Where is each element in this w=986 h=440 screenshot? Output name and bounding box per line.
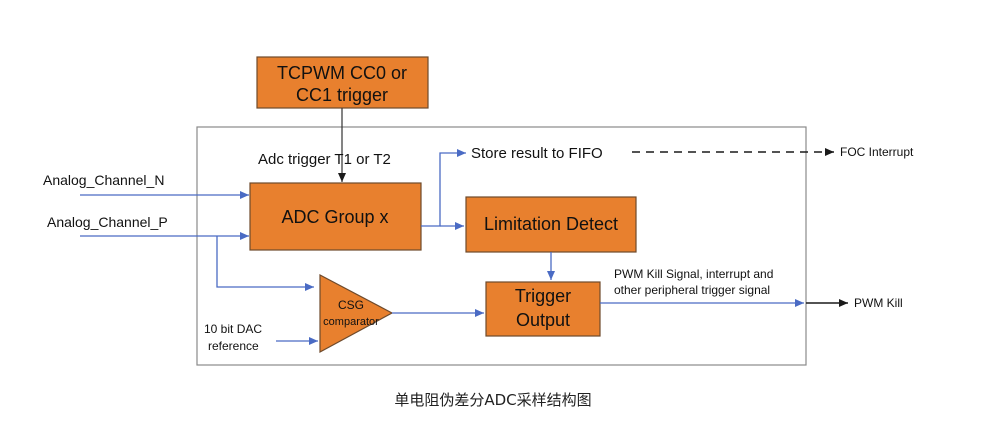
dac-reference-line2: reference xyxy=(208,339,259,353)
channel-p-to-comparator xyxy=(216,236,314,291)
dac-reference-line1: 10 bit DAC xyxy=(204,322,262,336)
adc-group-label: ADC Group x xyxy=(281,207,388,227)
channel-p-label: Analog_Channel_P xyxy=(47,214,168,230)
pwm-kill-signal-line1: PWM Kill Signal, interrupt and xyxy=(614,267,773,281)
store-result-label: Store result to FIFO xyxy=(471,145,603,162)
pwm-kill-signal-line2: other peripheral trigger signal xyxy=(614,283,770,297)
csg-comparator-line2: comparator xyxy=(323,316,379,328)
figure-caption: 单电阻伪差分ADC采样结构图 xyxy=(394,391,592,409)
pwm-kill-label: PWM Kill xyxy=(854,296,903,310)
adc-group-box: ADC Group x xyxy=(249,182,422,251)
tcpwm-trigger-box: TCPWM CC0 or CC1 trigger xyxy=(256,56,429,109)
block-diagram: TCPWM CC0 or CC1 trigger Adc trigger T1 … xyxy=(43,56,914,366)
trigger-output-box: Trigger Output xyxy=(485,281,601,337)
limitation-detect-box: Limitation Detect xyxy=(465,196,637,253)
trigger-output-line2: Output xyxy=(516,310,570,330)
csg-comparator-triangle: CSG comparator xyxy=(319,274,394,354)
foc-interrupt-label: FOC Interrupt xyxy=(840,145,914,159)
tcpwm-line1: TCPWM CC0 or xyxy=(277,63,407,83)
trigger-output-line1: Trigger xyxy=(515,286,571,306)
csg-comparator-line1: CSG xyxy=(338,298,364,312)
channel-n-label: Analog_Channel_N xyxy=(43,172,164,188)
tcpwm-line2: CC1 trigger xyxy=(296,85,388,105)
adc-trigger-label: Adc trigger T1 or T2 xyxy=(258,151,391,168)
limitation-detect-label: Limitation Detect xyxy=(484,214,618,234)
adc-to-fifo-line xyxy=(421,149,466,227)
